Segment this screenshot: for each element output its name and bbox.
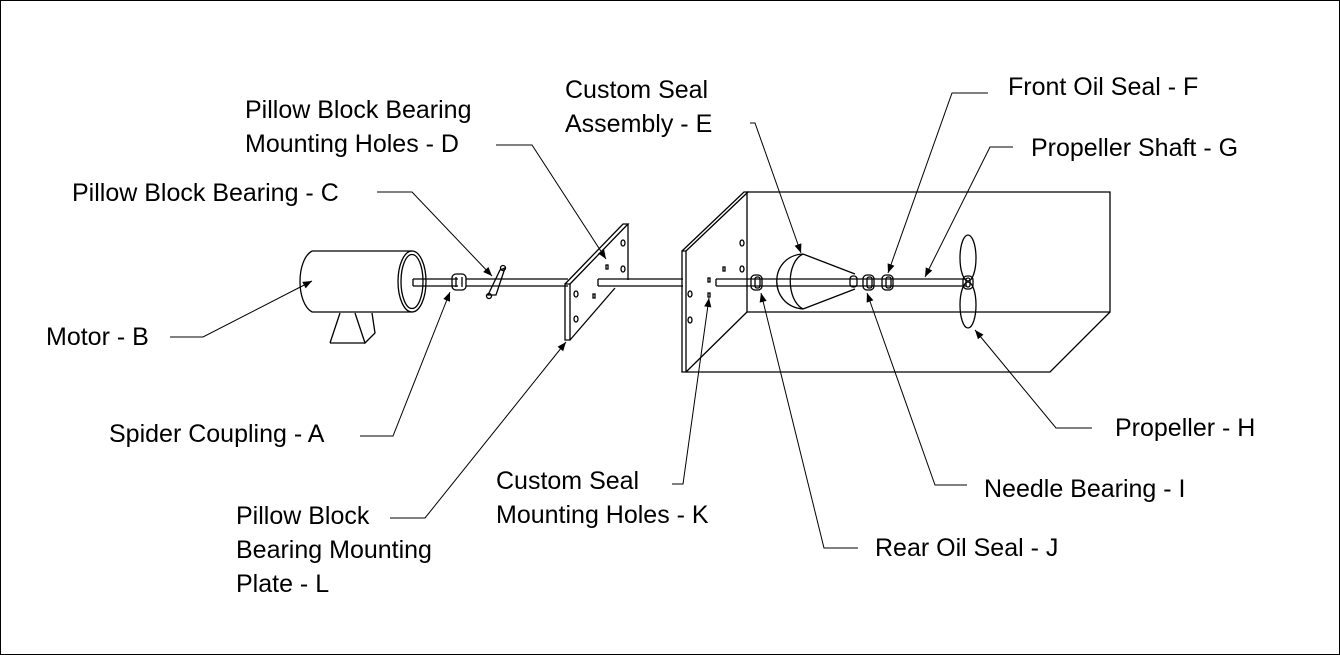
leader-h [974, 329, 1092, 429]
label-line: Propeller - H [1115, 414, 1256, 442]
label-line: Custom Seal [565, 76, 709, 104]
label-line: Front Oil Seal - F [1008, 73, 1199, 101]
label-mounting-holes-d: Pillow Block Bearing Mounting Holes - D [245, 93, 472, 161]
label-spider-coupling-a: Spider Coupling - A [109, 417, 324, 451]
leader-d [496, 144, 607, 260]
leader-b [170, 280, 313, 338]
label-line: Needle Bearing - I [984, 475, 1186, 503]
label-line: Custom Seal [496, 467, 640, 495]
label-custom-seal-assembly-e: Custom Seal Assembly - E [565, 73, 712, 141]
leader-l [390, 341, 567, 519]
label-line: Pillow Block [236, 502, 370, 530]
label-line: Pillow Block Bearing [245, 96, 472, 124]
needle-bearing [862, 274, 875, 291]
custom-seal-assembly [776, 253, 858, 310]
label-line: Rear Oil Seal - J [875, 534, 1059, 562]
leader-j [759, 292, 858, 549]
label-propeller-shaft-g: Propeller Shaft - G [1031, 131, 1238, 165]
label-mounting-plate-l: Pillow Block Bearing Mounting Plate - L [236, 499, 432, 601]
propeller [959, 234, 977, 329]
leader-k [672, 297, 712, 485]
label-line: Spider Coupling - A [109, 420, 325, 448]
leader-f [887, 92, 988, 274]
motor [299, 250, 427, 345]
spider-coupling [451, 273, 467, 291]
front-oil-seal [881, 274, 894, 291]
label-line: Propeller Shaft - G [1031, 134, 1239, 162]
label-line: Motor - B [46, 323, 149, 351]
rear-oil-seal [750, 274, 763, 291]
drive-shaft-2 [597, 278, 683, 287]
drive-shaft-1 [466, 278, 568, 287]
label-motor-b: Motor - B [46, 320, 149, 354]
seal-housing-box [681, 191, 1111, 373]
label-seal-mounting-holes-k: Custom Seal Mounting Holes - K [496, 464, 709, 532]
label-propeller-h: Propeller - H [1115, 411, 1255, 445]
label-line: Mounting Holes - K [496, 501, 709, 529]
propeller-shaft [715, 278, 966, 287]
label-line: Mounting Holes - D [245, 130, 459, 158]
pillow-block-bearing [485, 264, 507, 300]
leader-a [360, 291, 451, 437]
leader-c [377, 191, 493, 277]
label-pillow-block-bearing-c: Pillow Block Bearing - C [72, 176, 339, 210]
pillow-block-mounting-plate [564, 223, 630, 341]
label-line: Bearing Mounting [236, 536, 432, 564]
label-line: Pillow Block Bearing - C [72, 179, 339, 207]
label-line: Plate - L [236, 570, 330, 598]
label-rear-oil-seal-j: Rear Oil Seal - J [875, 531, 1058, 565]
label-front-oil-seal-f: Front Oil Seal - F [1008, 70, 1198, 104]
label-needle-bearing-i: Needle Bearing - I [984, 472, 1186, 506]
leader-lines [170, 92, 1092, 549]
leader-i [866, 292, 967, 486]
motor-shaft [412, 278, 458, 287]
label-line: Assembly - E [565, 110, 713, 138]
leader-g [924, 146, 1013, 278]
leader-e [750, 122, 802, 254]
